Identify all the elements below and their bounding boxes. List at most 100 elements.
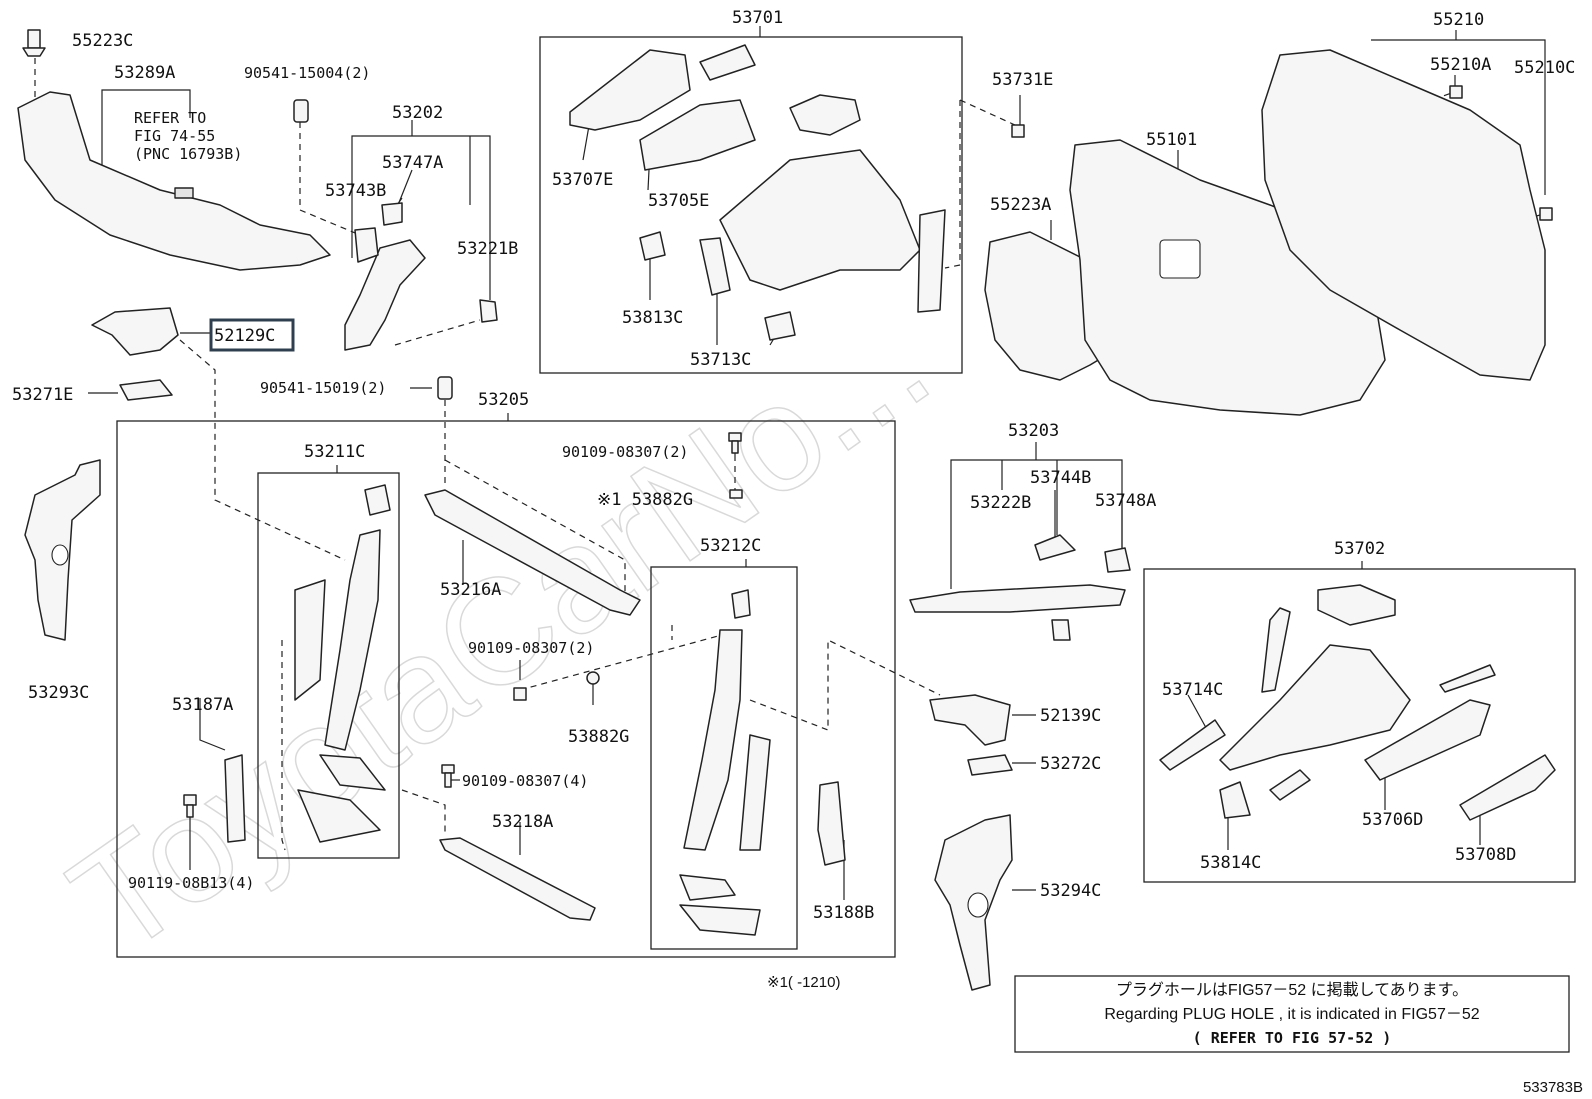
bolt-90109-08307-c-drawing bbox=[441, 764, 455, 788]
bolt-90109-08307-a-drawing bbox=[728, 432, 742, 454]
bracket-55210 bbox=[1371, 30, 1546, 195]
label-53814C[interactable]: 53814C bbox=[1200, 853, 1261, 873]
refer-line-3: (PNC 16793B) bbox=[134, 145, 242, 163]
label-55210C[interactable]: 55210C bbox=[1514, 58, 1575, 78]
label-53205[interactable]: 53205 bbox=[478, 390, 529, 410]
label-53293C[interactable]: 53293C bbox=[28, 683, 89, 703]
label-53707E[interactable]: 53707E bbox=[552, 170, 613, 190]
label-53744B[interactable]: 53744B bbox=[1030, 468, 1091, 488]
cushion-90541-15004-drawing bbox=[293, 99, 309, 123]
label-53702[interactable]: 53702 bbox=[1334, 539, 1385, 559]
label-53222B[interactable]: 53222B bbox=[970, 493, 1031, 513]
label-90541-15019[interactable]: 90541-15019(2) bbox=[260, 379, 386, 397]
label-90109-08307-b[interactable]: 90109-08307(2) bbox=[468, 639, 594, 657]
label-90109-08307-c[interactable]: 90109-08307(4) bbox=[462, 772, 588, 790]
group-box-53212C bbox=[650, 566, 798, 950]
label-55223C[interactable]: 55223C bbox=[72, 31, 133, 51]
part-53271E-drawing bbox=[119, 379, 173, 401]
diagram-id: 533783B bbox=[1523, 1079, 1583, 1096]
clip-55223C-drawing bbox=[22, 29, 46, 57]
note-line-3: ( REFER TO FIG 57-52 ) bbox=[1193, 1029, 1392, 1047]
clip-55210A-drawing bbox=[1449, 85, 1463, 99]
label-55210A[interactable]: 55210A bbox=[1430, 55, 1491, 75]
part-55210-drawing bbox=[1261, 49, 1546, 381]
part-52139C-drawing bbox=[929, 694, 1011, 746]
label-90119-08B13[interactable]: 90119-08B13(4) bbox=[128, 874, 254, 892]
dash-line bbox=[179, 339, 346, 561]
label-55101[interactable]: 55101 bbox=[1146, 130, 1197, 150]
label-55223A[interactable]: 55223A bbox=[990, 195, 1051, 215]
part-53188B-drawing bbox=[817, 781, 846, 866]
bracket-53202 bbox=[351, 120, 491, 300]
part-53187A-drawing bbox=[224, 754, 246, 843]
label-53705E[interactable]: 53705E bbox=[648, 191, 709, 211]
label-53882G[interactable]: 53882G bbox=[568, 727, 629, 747]
label-53289A[interactable]: 53289A bbox=[114, 63, 175, 83]
group-box-53211C bbox=[257, 472, 400, 859]
label-53218A[interactable]: 53218A bbox=[492, 812, 553, 832]
label-53216A[interactable]: 53216A bbox=[440, 580, 501, 600]
part-53701-drawing bbox=[569, 44, 946, 341]
part-52129C-drawing bbox=[91, 307, 179, 356]
label-53882G-star[interactable]: ※1 53882G bbox=[597, 490, 693, 510]
highlight-52129C bbox=[209, 318, 295, 352]
clip-55210C-drawing bbox=[1539, 207, 1553, 221]
dash-line bbox=[959, 99, 1016, 126]
label-53272C[interactable]: 53272C bbox=[1040, 754, 1101, 774]
dash-line bbox=[299, 122, 361, 236]
dash-line bbox=[444, 459, 626, 600]
dash-line bbox=[519, 629, 741, 691]
part-53289A-drawing bbox=[17, 91, 331, 271]
label-52139C[interactable]: 52139C bbox=[1040, 706, 1101, 726]
part-53211C-drawing bbox=[294, 484, 391, 843]
dash-line bbox=[394, 319, 481, 346]
part-53212C-drawing bbox=[679, 589, 771, 936]
label-53294C[interactable]: 53294C bbox=[1040, 881, 1101, 901]
label-53221B[interactable]: 53221B bbox=[457, 239, 518, 259]
label-53706D[interactable]: 53706D bbox=[1362, 810, 1423, 830]
group-box-53205 bbox=[116, 420, 896, 958]
label-53211C[interactable]: 53211C bbox=[304, 442, 365, 462]
note-box bbox=[1014, 975, 1570, 1053]
refer-line-1: REFER TO bbox=[134, 109, 206, 127]
part-53203-drawing bbox=[909, 534, 1131, 641]
label-53731E[interactable]: 53731E bbox=[992, 70, 1053, 90]
part-53702-drawing bbox=[1159, 584, 1556, 821]
label-53188B[interactable]: 53188B bbox=[813, 903, 874, 923]
label-90541-15004[interactable]: 90541-15004(2) bbox=[244, 64, 370, 82]
nut-53882G-drawing bbox=[586, 671, 600, 685]
label-53743B[interactable]: 53743B bbox=[325, 181, 386, 201]
lead-53187A bbox=[199, 698, 226, 751]
footnote: ※1( -1210) bbox=[767, 974, 840, 991]
label-55210[interactable]: 55210 bbox=[1433, 10, 1484, 30]
label-53271E[interactable]: 53271E bbox=[12, 385, 73, 405]
note-line-1: プラグホールはFIG57－52 に掲載してあります。 bbox=[1116, 981, 1468, 999]
label-53714C[interactable]: 53714C bbox=[1162, 680, 1223, 700]
label-52129C[interactable]: 52129C bbox=[214, 326, 275, 346]
cushion-90541-15019-drawing bbox=[437, 376, 453, 400]
label-90109-08307-a[interactable]: 90109-08307(2) bbox=[562, 443, 688, 461]
label-53701[interactable]: 53701 bbox=[732, 8, 783, 28]
dash-line bbox=[749, 639, 941, 731]
label-plate-drawing bbox=[174, 187, 194, 199]
label-53212C[interactable]: 53212C bbox=[700, 536, 761, 556]
lead-53747A bbox=[397, 169, 413, 206]
label-53203[interactable]: 53203 bbox=[1008, 421, 1059, 441]
bolt-90119-08B13-drawing bbox=[183, 794, 197, 818]
bracket-53289A bbox=[101, 89, 191, 178]
label-53748A[interactable]: 53748A bbox=[1095, 491, 1156, 511]
label-53747A[interactable]: 53747A bbox=[382, 153, 443, 173]
part-53218A-drawing bbox=[439, 837, 596, 921]
label-53708D[interactable]: 53708D bbox=[1455, 845, 1516, 865]
clip-53731E-drawing bbox=[1011, 124, 1025, 138]
part-55101-drawing bbox=[1069, 139, 1386, 416]
dash-line bbox=[281, 640, 286, 851]
label-53187A[interactable]: 53187A bbox=[172, 695, 233, 715]
label-53202[interactable]: 53202 bbox=[392, 103, 443, 123]
label-53813C[interactable]: 53813C bbox=[622, 308, 683, 328]
label-53713C[interactable]: 53713C bbox=[690, 350, 751, 370]
note-line-2: Regarding PLUG HOLE , it is indicated in… bbox=[1104, 1006, 1479, 1023]
bolt-90109-08307-b-drawing bbox=[513, 687, 527, 701]
